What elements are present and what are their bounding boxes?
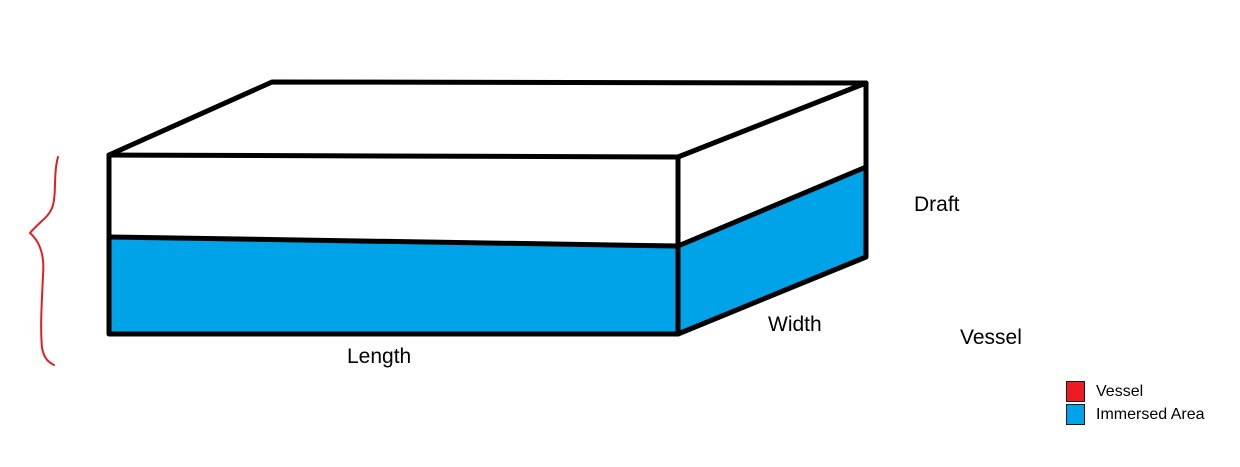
legend-label-immersed-area: Immersed Area	[1096, 405, 1205, 423]
vessel-side-dry-area	[678, 83, 866, 246]
side-immersed-area	[678, 167, 866, 334]
waterline-side	[675, 164, 869, 249]
draft-label: Draft	[914, 193, 960, 216]
legend: Vessel Immersed Area	[1066, 380, 1204, 426]
vessel-top-face	[109, 82, 866, 157]
legend-item-immersed-area: Immersed Area	[1066, 403, 1204, 426]
legend-label-vessel: Vessel	[1096, 382, 1144, 400]
legend-item-vessel: Vessel	[1066, 380, 1204, 403]
draft-brace	[29, 156, 59, 366]
vessel-label: Vessel	[960, 326, 1022, 349]
width-label: Width	[768, 313, 822, 336]
length-label: Length	[347, 345, 412, 368]
legend-swatch-immersed-area	[1066, 404, 1085, 425]
vessel-outline	[106, 79, 869, 337]
legend-swatch-vessel	[1066, 381, 1085, 402]
vessel-front-dry-area	[109, 155, 678, 246]
front-immersed-area	[109, 237, 678, 334]
waterline-front	[106, 234, 681, 249]
